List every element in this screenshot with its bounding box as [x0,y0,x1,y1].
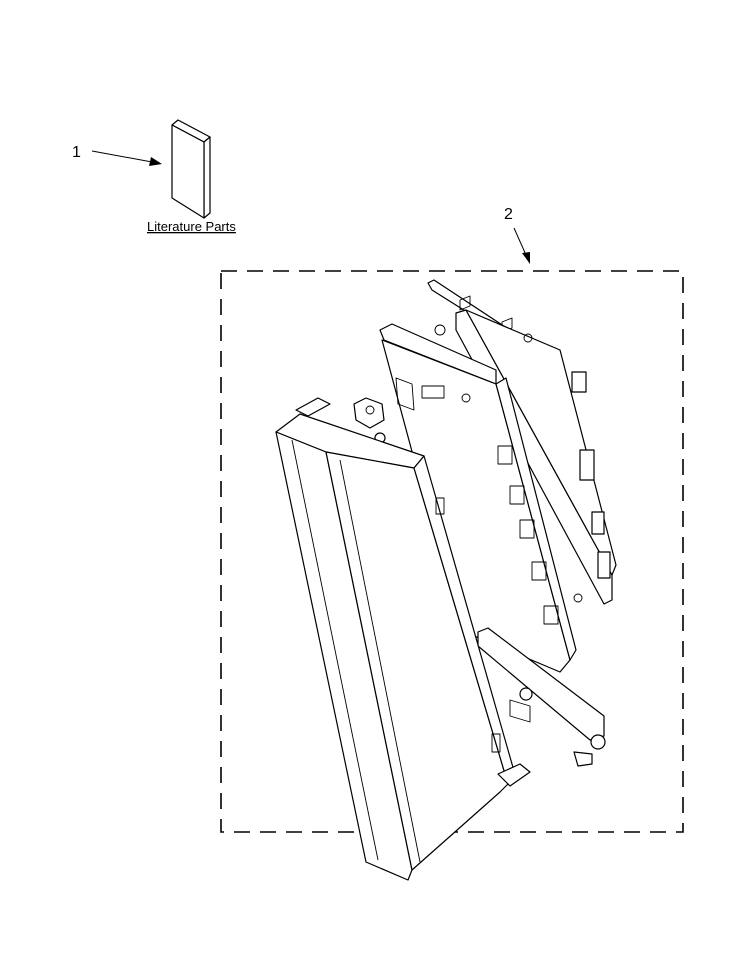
housing-top-flange [379,323,497,385]
callout-1-arrowhead [149,157,162,166]
housing-hole [434,324,446,336]
console-bottom-hook [497,763,531,787]
callout-2: 2 [504,206,530,264]
callout-2-arrow-line [513,227,527,256]
housing-cutout [421,385,445,399]
housing-clip [543,605,559,625]
housing-clip [519,519,535,539]
bracket-tab [590,734,606,750]
console-clip [491,733,501,753]
callout-1-arrow-line [91,150,153,163]
housing-clip [497,445,513,465]
console-mounting-ear [353,397,385,429]
console-bevel-face [325,451,509,871]
callout-1-number: 1 [72,144,81,161]
console-ear-hole [365,405,375,415]
board-mounting-hole [523,333,533,343]
callout-1: 1 [72,144,162,166]
control-housing[interactable] [379,323,577,673]
console-top-tab [295,397,331,417]
console-panel[interactable] [275,397,531,881]
board-connector [591,511,605,535]
housing-clip [509,485,525,505]
housing-slot [395,377,415,411]
bracket-screw [519,687,533,701]
booklet-side-edge [203,136,211,219]
console-front-face [275,431,413,881]
callout-2-number: 2 [504,206,513,223]
bracket-end [573,751,593,767]
housing-side-wall [495,377,577,661]
console-crease [291,439,379,861]
rail-tab [459,295,471,311]
housing-hole [461,393,471,403]
literature-parts-label: Literature Parts [147,219,236,234]
board-connector [597,551,611,579]
board-mounting-hole [573,593,583,603]
booklet-front [171,124,205,219]
circuit-board-edge [465,309,617,576]
board-connector [571,371,587,393]
board-connector [579,449,595,481]
console-clip [435,497,445,515]
literature-booklet[interactable] [171,119,211,219]
housing-clip [531,561,547,581]
console-crease [339,459,421,863]
bracket-foot [509,699,531,723]
callout-2-arrowhead [522,252,530,264]
